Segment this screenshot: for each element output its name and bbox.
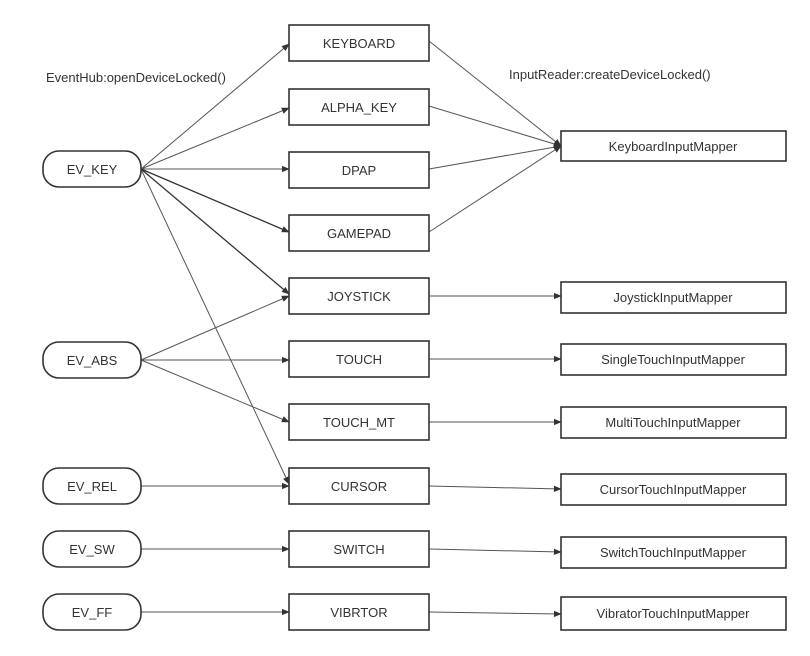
class-node-label: ALPHA_KEY: [321, 100, 397, 115]
mapper-node-label: CursorTouchInputMapper: [600, 482, 747, 497]
edge-alphakey-kbmapper: [428, 105, 562, 147]
event-node-label: EV_ABS: [67, 353, 118, 368]
edge-evkey-gamepad: [140, 168, 290, 233]
mapper-node-keyboard: KeyboardInputMapper: [560, 130, 787, 162]
edge-keyboard-kbmapper: [428, 40, 562, 147]
device-class-nodes: KEYBOARD ALPHA_KEY DPAP GAMEPAD JOYSTICK…: [288, 24, 430, 631]
class-node-keyboard: KEYBOARD: [288, 24, 430, 62]
edge-switch-mapper: [428, 548, 562, 556]
class-node-vibrtor: VIBRTOR: [288, 593, 430, 631]
class-node-label: SWITCH: [333, 542, 384, 557]
edge-evkey-alphakey: [140, 107, 290, 170]
event-node-label: EV_SW: [69, 542, 115, 557]
mapper-node-label: SingleTouchInputMapper: [601, 352, 745, 367]
class-node-cursor: CURSOR: [288, 467, 430, 505]
mapper-node-label: JoystickInputMapper: [613, 290, 733, 305]
class-node-touch: TOUCH: [288, 340, 430, 378]
class-node-dpap: DPAP: [288, 151, 430, 189]
edge-evabs-touchmt: [140, 359, 290, 423]
class-node-label: CURSOR: [331, 479, 387, 494]
mapper-node-vibrator: VibratorTouchInputMapper: [560, 596, 787, 631]
event-node-ev-sw: EV_SW: [42, 530, 142, 568]
mapper-nodes: KeyboardInputMapper JoystickInputMapper …: [560, 130, 787, 631]
class-node-gamepad: GAMEPAD: [288, 214, 430, 252]
event-node-label: EV_REL: [67, 479, 117, 494]
event-node-ev-key: EV_KEY: [42, 150, 142, 188]
event-node-ev-abs: EV_ABS: [42, 341, 142, 379]
mapper-node-label: VibratorTouchInputMapper: [597, 606, 751, 621]
class-node-switch: SWITCH: [288, 530, 430, 568]
mapper-node-multi-touch: MultiTouchInputMapper: [560, 406, 787, 439]
class-node-label: VIBRTOR: [330, 605, 387, 620]
class-node-label: TOUCH_MT: [323, 415, 395, 430]
edge-evkey-joystick: [140, 168, 290, 295]
edge-vibrtor-mapper: [428, 610, 562, 618]
mapper-node-switch: SwitchTouchInputMapper: [560, 536, 787, 569]
mapper-node-cursor: CursorTouchInputMapper: [560, 473, 787, 506]
event-node-label: EV_KEY: [67, 162, 118, 177]
class-node-joystick: JOYSTICK: [288, 277, 430, 315]
inputreader-label: InputReader:createDeviceLocked(): [509, 67, 711, 82]
edge-evkey-keyboard: [140, 43, 290, 170]
class-node-label: TOUCH: [336, 352, 382, 367]
eventhub-label: EventHub:openDeviceLocked(): [46, 70, 226, 85]
edge-dpap-kbmapper: [428, 144, 562, 170]
edge-evkey-cursor: [140, 168, 290, 485]
class-node-label: GAMEPAD: [327, 226, 391, 241]
class-node-label: DPAP: [342, 163, 376, 178]
mapper-node-label: KeyboardInputMapper: [609, 139, 738, 154]
edge-gamepad-kbmapper: [428, 145, 562, 233]
class-node-alpha-key: ALPHA_KEY: [288, 88, 430, 126]
edge-evabs-joystick: [140, 295, 290, 361]
event-nodes: EV_KEY EV_ABS EV_REL EV_SW EV_FF: [42, 150, 142, 631]
edge-cursor-mapper: [428, 485, 562, 493]
connectors: [140, 40, 562, 618]
event-node-label: EV_FF: [72, 605, 113, 620]
event-node-ev-rel: EV_REL: [42, 467, 142, 505]
mapper-node-label: SwitchTouchInputMapper: [600, 545, 747, 560]
mapper-node-single-touch: SingleTouchInputMapper: [560, 343, 787, 376]
class-node-label: JOYSTICK: [327, 289, 391, 304]
class-node-label: KEYBOARD: [323, 36, 395, 51]
mapper-node-label: MultiTouchInputMapper: [605, 415, 741, 430]
class-node-touch-mt: TOUCH_MT: [288, 403, 430, 441]
event-node-ev-ff: EV_FF: [42, 593, 142, 631]
mapper-node-joystick: JoystickInputMapper: [560, 281, 787, 314]
